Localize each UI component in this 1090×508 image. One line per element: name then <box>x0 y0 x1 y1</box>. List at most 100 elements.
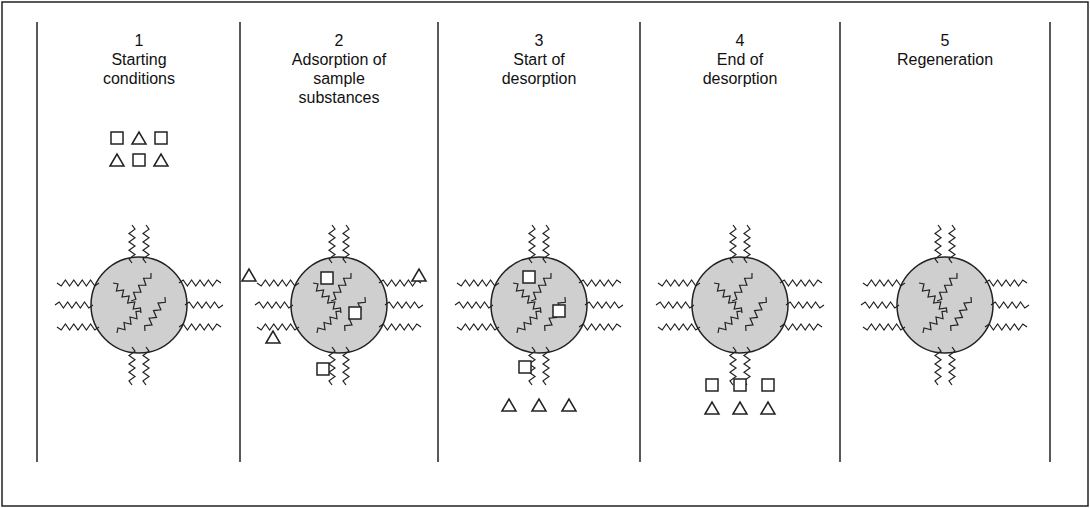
ligand-chain <box>935 225 941 263</box>
ligand-chain <box>730 225 736 263</box>
square-molecule <box>706 379 718 391</box>
panel-title: Starting conditions <box>79 50 199 88</box>
triangle-molecule <box>532 399 546 411</box>
ligand-chain <box>923 311 947 333</box>
ligand-chain <box>579 280 621 286</box>
square-molecule <box>317 363 329 375</box>
ligand-chain <box>55 302 93 308</box>
ligand-chain <box>543 347 549 385</box>
ligand-chain <box>991 302 1029 308</box>
ligand-chain <box>732 273 752 301</box>
ligand-chain <box>317 311 341 333</box>
square-molecule <box>762 379 774 391</box>
ligand-chain <box>379 324 421 330</box>
ligand-chain <box>57 324 99 330</box>
ligand-chain <box>457 324 499 330</box>
square-molecule <box>349 307 361 319</box>
ligand-chain <box>863 324 905 330</box>
panel-separator <box>1049 22 1051 462</box>
ligand-chain <box>343 225 349 263</box>
square-molecule <box>519 361 531 373</box>
ligand-chain <box>949 225 955 263</box>
square-molecule <box>523 271 535 283</box>
panel-separator <box>639 22 641 462</box>
panel-separator <box>839 22 841 462</box>
ligand-chain <box>935 347 941 385</box>
triangle-molecule <box>562 399 576 411</box>
panel-title: Regeneration <box>885 50 1005 69</box>
bead-core <box>91 257 187 353</box>
panel-separator <box>437 22 439 462</box>
ligand-chain <box>780 324 822 330</box>
ligand-chain <box>744 225 750 263</box>
ligand-chain <box>455 302 493 308</box>
ligand-chain <box>543 225 549 263</box>
triangle-molecule <box>242 269 256 281</box>
bead-core <box>291 257 387 353</box>
triangle-molecule <box>761 402 775 414</box>
ligand-chain <box>457 280 499 286</box>
panel-title: End of desorption <box>680 50 800 88</box>
panel-number: 3 <box>479 31 599 50</box>
ligand-chain <box>385 302 423 308</box>
triangle-molecule <box>132 132 146 144</box>
ligand-chain <box>937 273 957 301</box>
square-molecule <box>321 272 333 284</box>
ligand-chain <box>985 280 1027 286</box>
ligand-chain <box>179 324 221 330</box>
ligand-chain <box>780 280 822 286</box>
ligand-chain <box>343 347 349 385</box>
ligand-chain <box>129 225 135 263</box>
panel-separator <box>36 22 38 462</box>
ligand-chain <box>57 280 99 286</box>
panel-number: 4 <box>680 31 800 50</box>
ligand-chain <box>257 280 299 286</box>
panel-number: 5 <box>885 31 1005 50</box>
ligand-chain <box>313 283 341 313</box>
triangle-molecule <box>733 402 747 414</box>
ligand-chain <box>179 280 221 286</box>
ligand-chain <box>718 311 742 333</box>
square-molecule <box>111 132 123 144</box>
ligand-chain <box>579 324 621 330</box>
ligand-chain <box>656 302 694 308</box>
ligand-chain <box>949 347 955 385</box>
triangle-molecule <box>110 154 124 166</box>
ligand-chain <box>585 302 623 308</box>
ligand-chain <box>517 311 541 333</box>
ligand-chain <box>345 297 366 331</box>
ligand-chain <box>329 347 335 385</box>
panel-title: Start of desorption <box>479 50 599 88</box>
ligand-chain <box>117 311 141 333</box>
ligand-chain <box>143 347 149 385</box>
triangle-molecule <box>705 402 719 414</box>
bead-core <box>692 257 788 353</box>
panel-title: Adsorption of sample substances <box>279 50 399 107</box>
ligand-chain <box>185 302 223 308</box>
triangle-molecule <box>502 399 516 411</box>
ligand-chain <box>129 347 135 385</box>
ligand-chain <box>255 302 293 308</box>
resin-bead <box>861 225 1029 385</box>
ligand-chain <box>951 297 972 331</box>
resin-bead <box>656 225 824 414</box>
ligand-chain <box>545 297 566 331</box>
ligand-chain <box>329 225 335 263</box>
ligand-chain <box>331 273 351 301</box>
resin-bead <box>242 225 426 385</box>
square-molecule <box>553 305 565 317</box>
ligand-chain <box>863 280 905 286</box>
resin-bead <box>455 225 623 411</box>
ligand-chain <box>919 283 947 313</box>
ligand-chain <box>658 324 700 330</box>
bead-core <box>491 257 587 353</box>
ligand-chain <box>143 225 149 263</box>
ligand-chain <box>529 225 535 263</box>
square-molecule <box>133 154 145 166</box>
ligand-chain <box>861 302 899 308</box>
triangle-molecule <box>266 331 280 343</box>
ligand-chain <box>513 283 541 313</box>
ligand-chain <box>714 283 742 313</box>
